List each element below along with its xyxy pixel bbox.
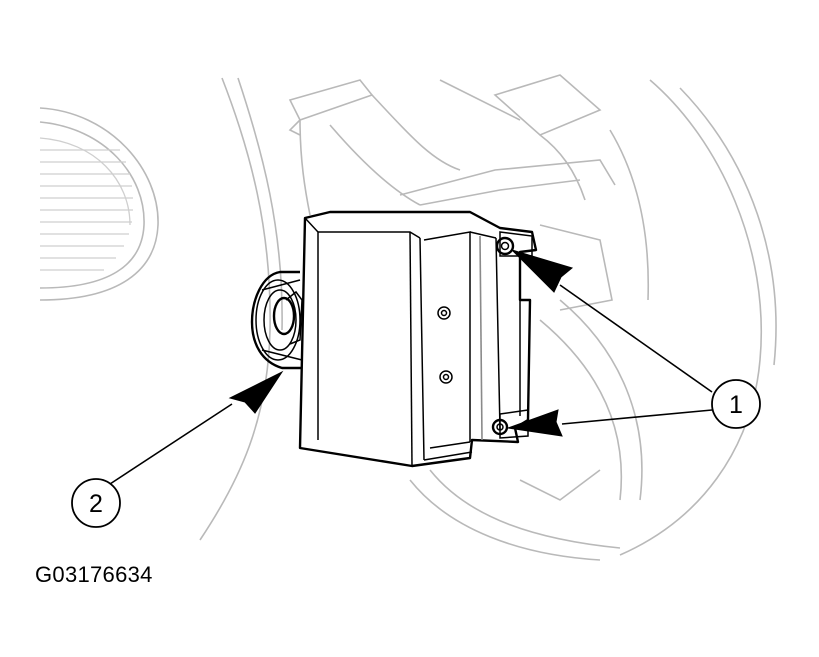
callout-1-number: 1 — [729, 391, 743, 419]
callout-arrows — [109, 249, 713, 485]
callout-2: 2 — [71, 478, 121, 528]
arrow-to-lower-screw — [507, 409, 563, 437]
electrical-connector — [250, 270, 303, 370]
callout-1: 1 — [711, 379, 761, 429]
figure-id-label: G03176634 — [35, 562, 153, 587]
arrow-to-connector — [228, 370, 284, 414]
background-dashboard — [39, 74, 777, 561]
arrow-to-upper-screw — [511, 249, 574, 293]
callout-2-number: 2 — [89, 490, 103, 518]
control-module — [298, 210, 538, 468]
